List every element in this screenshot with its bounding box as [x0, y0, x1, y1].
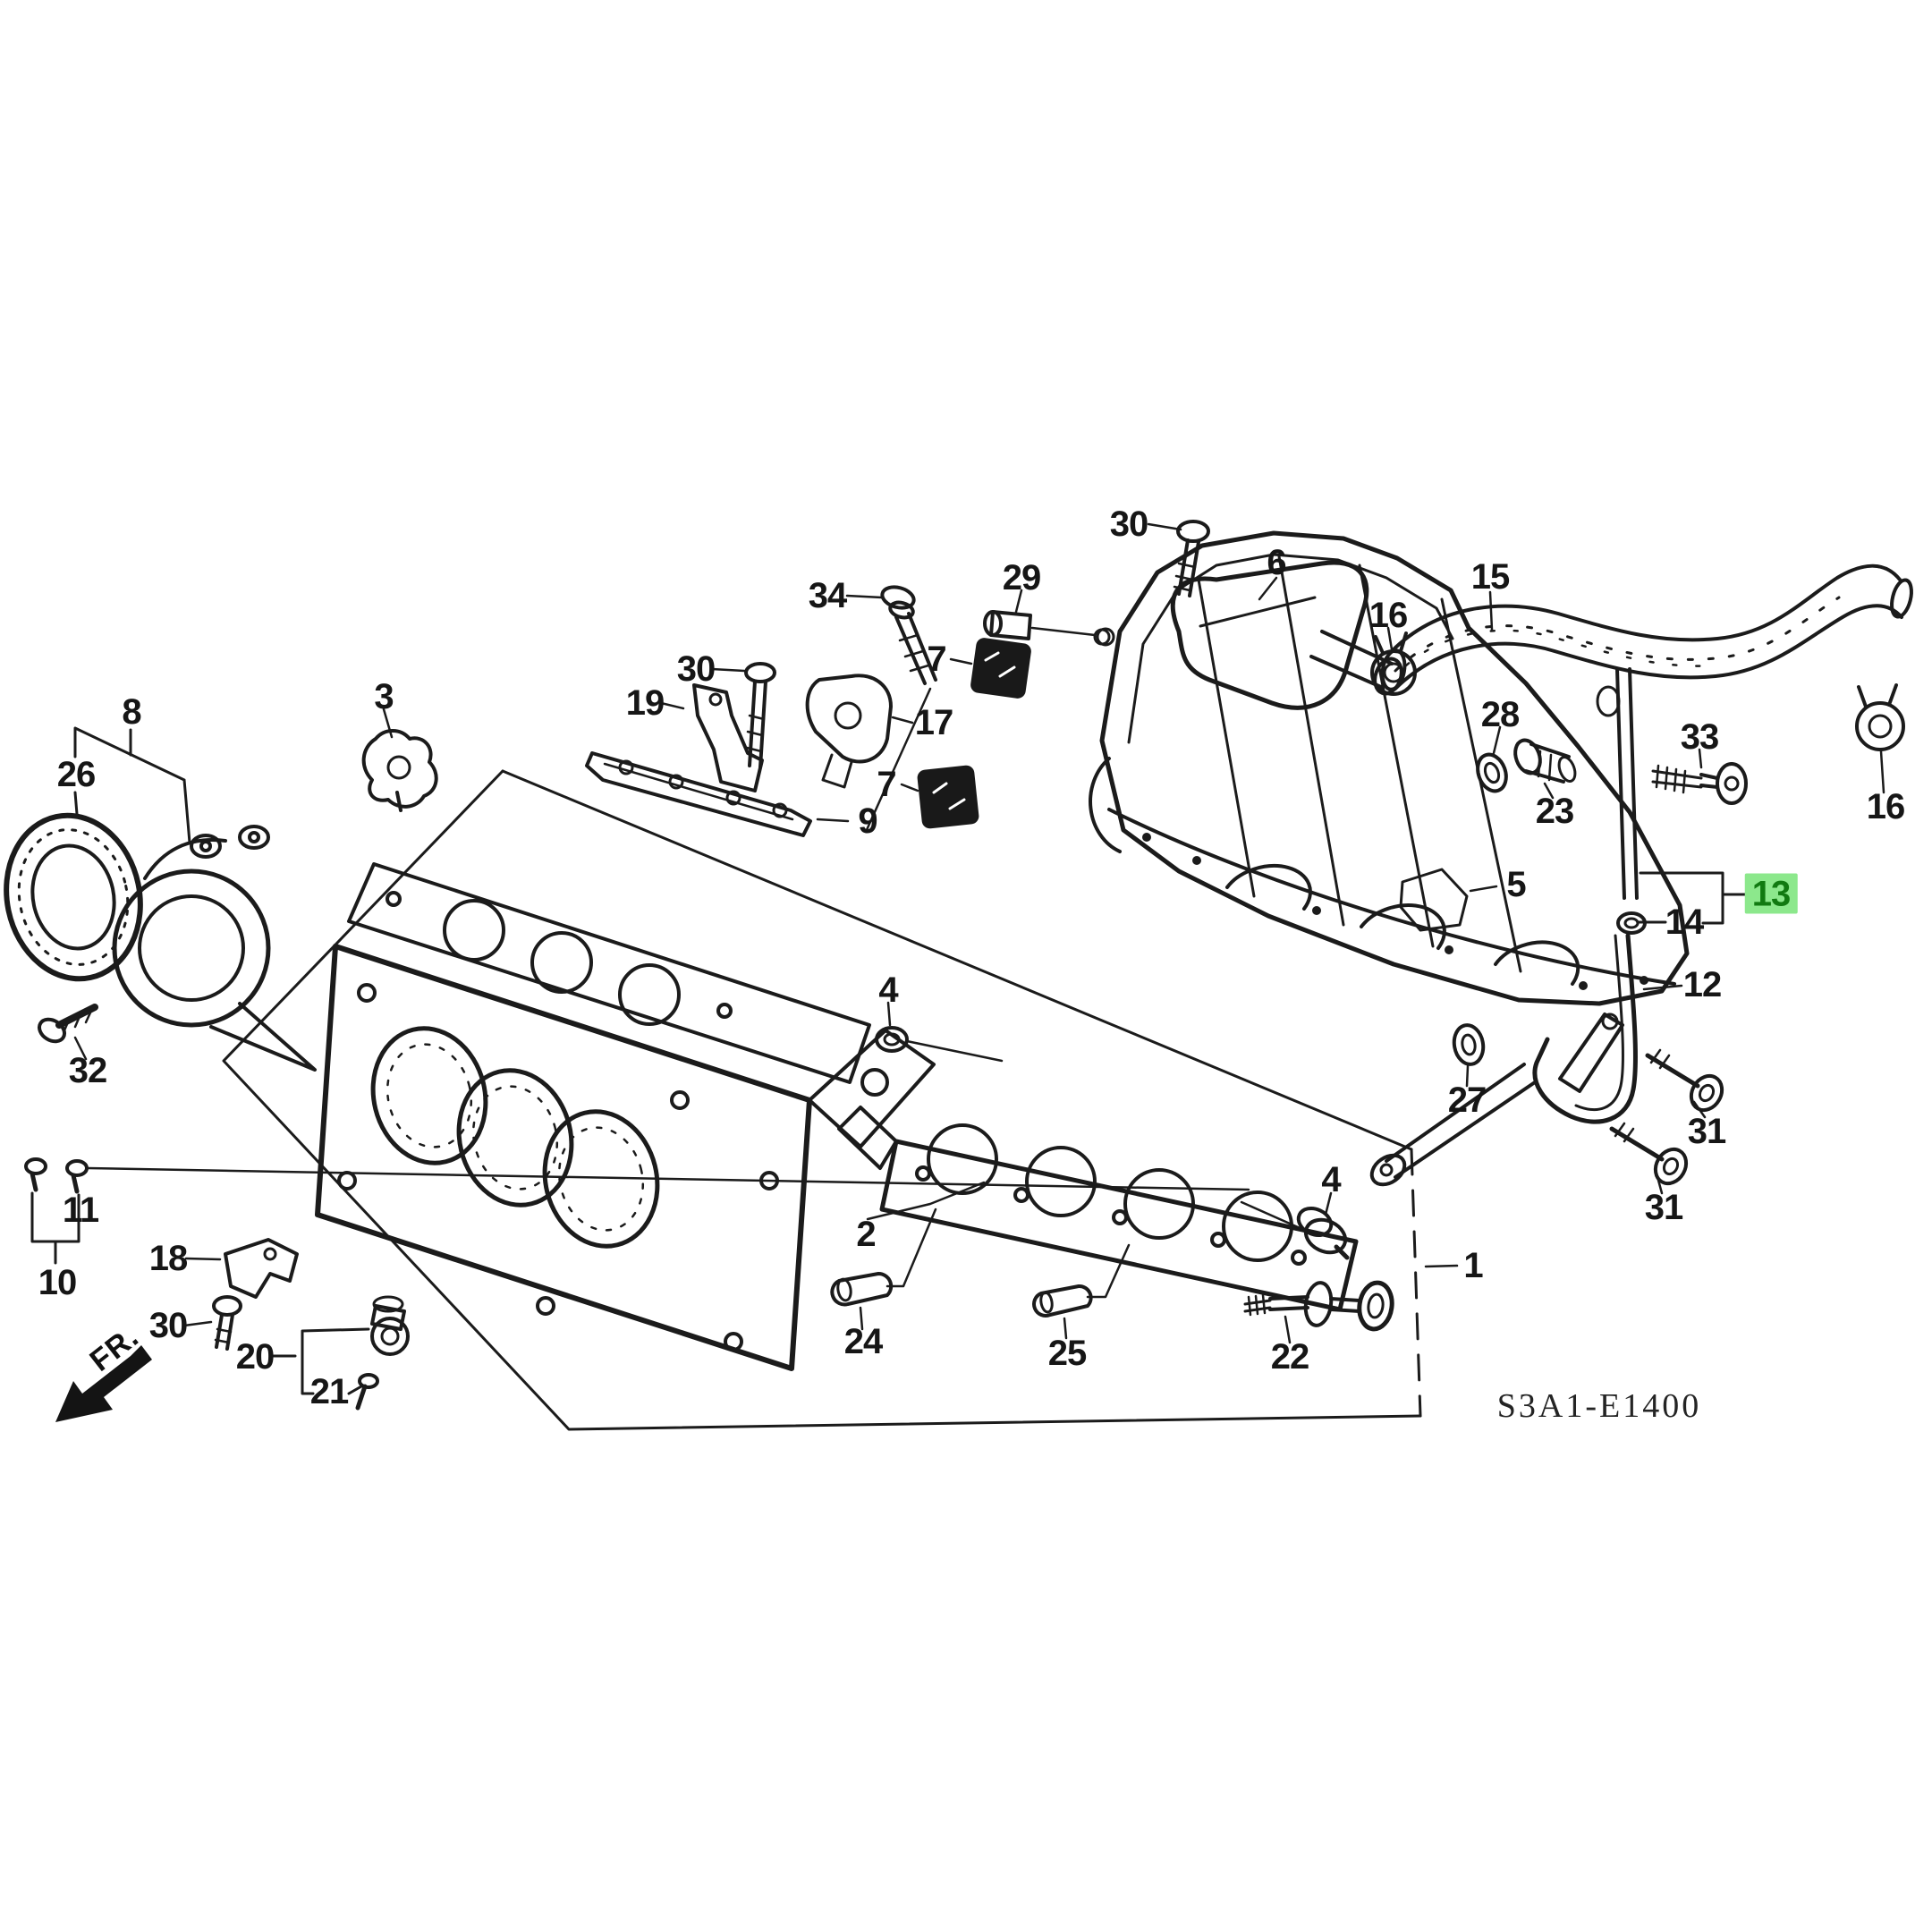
dowel-pin-4-left — [875, 1026, 1004, 1063]
seal-plate-bolt — [38, 1004, 98, 1044]
part-callout-2[interactable]: 2 — [856, 1215, 876, 1254]
part-callout-4[interactable]: 4 — [878, 970, 898, 1010]
part-callout-4[interactable]: 4 — [1321, 1160, 1341, 1199]
part-callout-16[interactable]: 16 — [1368, 596, 1408, 635]
plug-23 — [1513, 738, 1577, 784]
bolt-22 — [1243, 1280, 1394, 1332]
part-callout-25[interactable]: 25 — [1047, 1334, 1087, 1373]
part-callout-28[interactable]: 28 — [1480, 695, 1520, 734]
part-callout-19[interactable]: 19 — [625, 683, 665, 723]
part-callout-12[interactable]: 12 — [1682, 965, 1722, 1004]
part-callout-24[interactable]: 24 — [843, 1322, 883, 1361]
baffle-plate-9 — [585, 751, 812, 837]
bolt-30-bottom — [212, 1295, 242, 1351]
bolt-34 — [864, 585, 937, 834]
part-callout-27[interactable]: 27 — [1447, 1080, 1487, 1120]
part-callout-13-highlighted[interactable]: 13 — [1744, 873, 1798, 914]
part-callout-30[interactable]: 30 — [148, 1306, 188, 1345]
part-callout-1[interactable]: 1 — [1463, 1246, 1483, 1285]
breather-hose — [1380, 564, 1913, 691]
part-callout-15[interactable]: 15 — [1470, 557, 1510, 597]
grommet-7-bottom — [917, 765, 979, 829]
part-callout-23[interactable]: 23 — [1535, 792, 1574, 831]
knock-sensor-21 — [355, 1295, 410, 1411]
dipstick-tube — [1596, 667, 1647, 935]
part-callout-3[interactable]: 3 — [374, 677, 394, 716]
part-callout-33[interactable]: 33 — [1680, 717, 1719, 757]
part-callout-7[interactable]: 7 — [927, 640, 946, 679]
part-callout-16[interactable]: 16 — [1866, 787, 1905, 826]
part-callout-31[interactable]: 31 — [1644, 1188, 1683, 1227]
fr-direction-arrow — [55, 1345, 152, 1422]
dowel-pin-25 — [1032, 1284, 1093, 1318]
cap-29 — [983, 610, 1111, 646]
part-callout-6[interactable]: 6 — [1267, 543, 1286, 582]
cylinder-block — [315, 862, 936, 1371]
part-callout-9[interactable]: 9 — [858, 801, 877, 841]
bolt-30-top — [1173, 520, 1210, 597]
bolt-4-right — [1240, 1200, 1350, 1260]
hose-clamp-16-left — [1370, 631, 1417, 696]
part-callout-8[interactable]: 8 — [122, 692, 141, 732]
oil-seal-ring — [4, 812, 143, 982]
assembly-boundary-box — [222, 769, 1422, 1431]
dowel-pin-24 — [830, 1271, 894, 1307]
part-callout-5[interactable]: 5 — [1506, 865, 1526, 904]
oil-pipe — [1369, 933, 1638, 1187]
part-callout-14[interactable]: 14 — [1665, 902, 1704, 942]
sensor-3 — [361, 729, 438, 812]
part-callout-7[interactable]: 7 — [877, 765, 896, 804]
plate-18 — [224, 1238, 299, 1299]
oil-pan — [1089, 530, 1690, 1006]
bolt-31-lower — [1609, 1122, 1689, 1186]
part-callout-21[interactable]: 21 — [309, 1372, 349, 1411]
seal-plate — [112, 825, 317, 1072]
bolt-31-upper — [1645, 1048, 1724, 1113]
part-callout-26[interactable]: 26 — [56, 755, 96, 794]
screws-11 — [24, 1157, 89, 1194]
part-callout-34[interactable]: 34 — [808, 576, 847, 615]
part-callout-20[interactable]: 20 — [235, 1337, 275, 1377]
part-callout-30[interactable]: 30 — [676, 649, 716, 689]
part-callout-17[interactable]: 17 — [914, 703, 953, 742]
part-callout-29[interactable]: 29 — [1002, 558, 1041, 597]
oring-27 — [1452, 1023, 1486, 1066]
bolt-30-mid — [744, 662, 776, 769]
diagram-code: S3A1-E1400 — [1496, 1387, 1702, 1425]
part-callout-32[interactable]: 32 — [68, 1051, 107, 1090]
washer-28 — [1476, 752, 1508, 793]
hose-clamp-16-right — [1855, 683, 1905, 751]
sensor-17 — [805, 674, 893, 789]
part-callout-30[interactable]: 30 — [1109, 504, 1148, 544]
grommet-7-top — [970, 638, 1031, 699]
bolt-33 — [1651, 762, 1748, 805]
bracket-19 — [692, 683, 764, 792]
part-callout-22[interactable]: 22 — [1270, 1337, 1309, 1377]
part-callout-11[interactable]: 11 — [62, 1191, 99, 1230]
part-callout-10[interactable]: 10 — [38, 1263, 77, 1302]
part-callout-18[interactable]: 18 — [148, 1239, 188, 1278]
leader-lines — [30, 522, 1885, 1395]
part-callout-31[interactable]: 31 — [1687, 1112, 1726, 1151]
